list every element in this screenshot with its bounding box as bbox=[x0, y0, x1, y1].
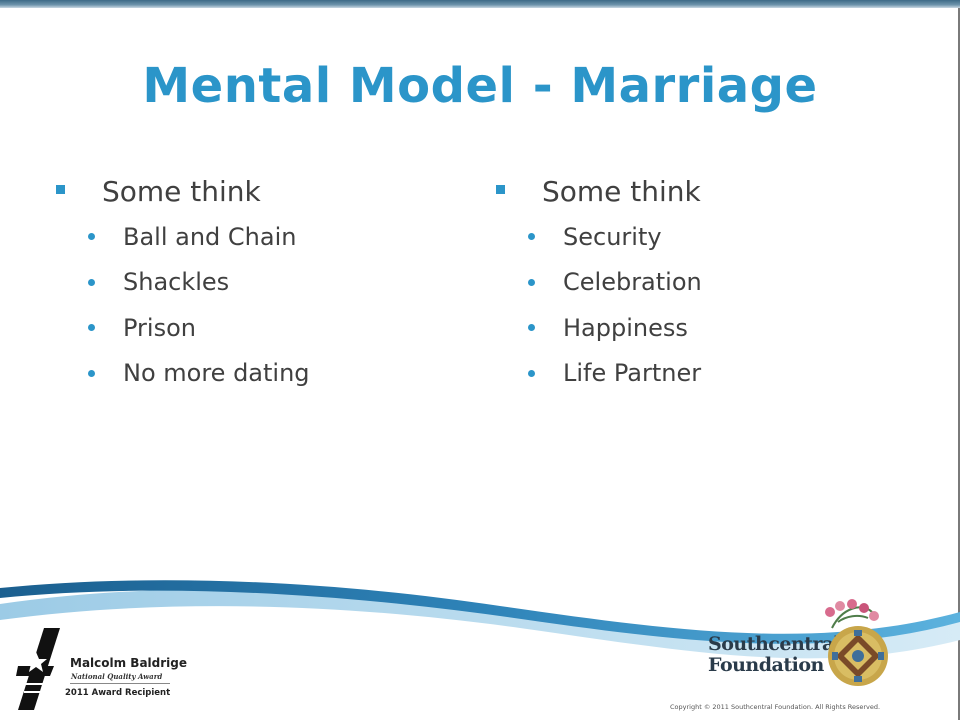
foundation-name-line1: Southcentral bbox=[708, 633, 841, 655]
dot-bullet-icon bbox=[528, 233, 535, 241]
dot-bullet-icon bbox=[528, 324, 535, 332]
list-item: Ball and Chain bbox=[56, 214, 310, 260]
list-item-text: Prison bbox=[123, 313, 196, 342]
right-edge-line bbox=[958, 8, 960, 720]
baldrige-name: Malcolm Baldrige bbox=[70, 656, 188, 670]
square-bullet-icon bbox=[56, 184, 65, 194]
list-item-text: Ball and Chain bbox=[123, 222, 297, 251]
square-bullet-icon bbox=[496, 184, 505, 194]
list-item-text: Security bbox=[563, 222, 662, 251]
dot-bullet-icon bbox=[88, 233, 95, 241]
baldrige-award-logo: Malcolm Baldrige National Quality Award … bbox=[14, 626, 214, 714]
copyright-notice: Copyright © 2011 Southcentral Foundation… bbox=[670, 703, 881, 711]
list-item-text: Happiness bbox=[563, 313, 688, 342]
dot-bullet-icon bbox=[88, 369, 95, 377]
right-column-heading: Some think bbox=[496, 168, 702, 214]
star-runner-icon bbox=[16, 628, 60, 710]
dot-bullet-icon bbox=[88, 324, 95, 332]
footer-wave-decoration bbox=[0, 580, 960, 659]
top-border-bar bbox=[0, 0, 960, 8]
list-item: Prison bbox=[56, 305, 310, 351]
baldrige-divider bbox=[70, 683, 170, 684]
list-item: Happiness bbox=[496, 305, 702, 351]
list-item: Security bbox=[496, 214, 702, 260]
list-item: No more dating bbox=[56, 351, 310, 397]
list-item-text: No more dating bbox=[123, 359, 310, 388]
right-column: Some think Security Celebration Happines… bbox=[496, 168, 702, 396]
right-heading-text: Some think bbox=[542, 174, 701, 208]
foundation-name-line2: Foundation bbox=[708, 654, 824, 676]
baldrige-year-label: 2011 Award Recipient bbox=[65, 688, 171, 698]
dot-bullet-icon bbox=[528, 278, 535, 286]
flower-basket-icon bbox=[825, 599, 888, 686]
list-item: Celebration bbox=[496, 260, 702, 306]
list-item-text: Life Partner bbox=[563, 359, 702, 388]
dot-bullet-icon bbox=[88, 278, 95, 286]
dot-bullet-icon bbox=[528, 369, 535, 377]
list-item: Life Partner bbox=[496, 351, 702, 397]
left-heading-text: Some think bbox=[102, 174, 261, 208]
list-item: Shackles bbox=[56, 260, 310, 306]
slide-title: Mental Model - Marriage bbox=[142, 58, 818, 114]
left-column-heading: Some think bbox=[56, 168, 310, 214]
list-item-text: Shackles bbox=[123, 268, 230, 297]
left-column: Some think Ball and Chain Shackles Priso… bbox=[56, 168, 310, 396]
southcentral-foundation-logo: Southcentral Foundation bbox=[704, 598, 904, 698]
list-item-text: Celebration bbox=[563, 268, 702, 297]
baldrige-subtitle: National Quality Award bbox=[71, 672, 163, 681]
